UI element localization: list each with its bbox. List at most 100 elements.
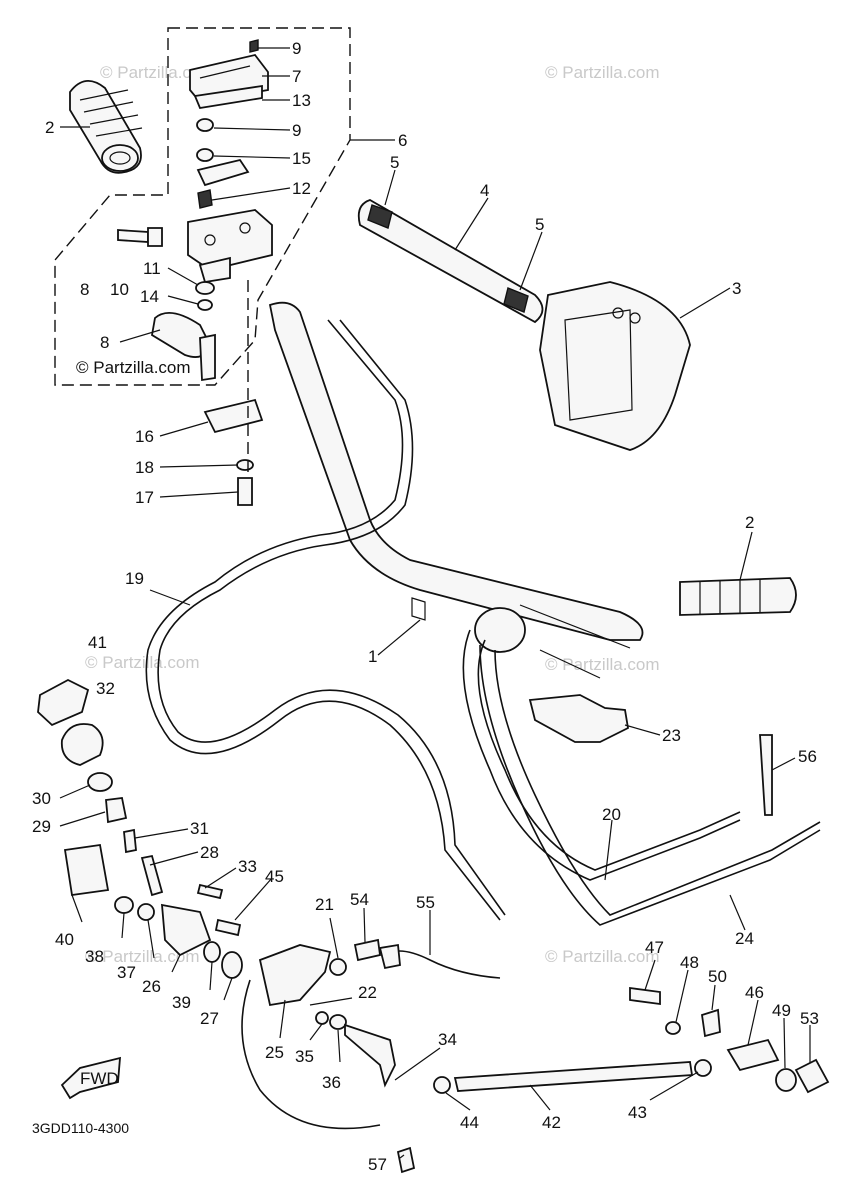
watermark-6: © Partzilla.com — [85, 947, 200, 966]
watermark-1: © Partzilla.com — [100, 63, 215, 82]
handlebar-cover — [539, 281, 691, 451]
fwd-arrow: FWD — [60, 1056, 122, 1100]
callout-53: 53 — [800, 1009, 819, 1028]
watermark-2: © Partzilla.com — [545, 63, 660, 82]
lever-27 — [258, 944, 332, 1007]
callout-4: 4 — [480, 181, 489, 200]
part-33 — [123, 828, 137, 854]
fwd-label: FWD — [80, 1069, 119, 1088]
part-54 — [353, 938, 382, 962]
watermark-4: © Partzilla.com — [85, 653, 200, 672]
callout-5b: 5 — [535, 215, 544, 234]
callout-9: 9 — [292, 39, 301, 58]
watermarks: © Partzilla.com © Partzilla.com © Partzi… — [85, 63, 660, 966]
callout-27: 25 — [265, 1043, 284, 1062]
watermark-7: © Partzilla.com — [545, 947, 660, 966]
part-41 — [203, 941, 221, 963]
callout-20: 18 — [135, 458, 154, 477]
part-38 — [329, 1014, 347, 1030]
callout-57: 57 — [368, 1155, 387, 1174]
handlebar — [268, 301, 644, 653]
screw-10 — [117, 229, 149, 243]
part-37 — [315, 1011, 329, 1025]
callout-48: 46 — [745, 983, 764, 1002]
throttle-lever — [151, 311, 216, 382]
part-48 — [726, 1038, 780, 1072]
callout-36: 34 — [438, 1030, 457, 1049]
bolt-49 — [629, 986, 661, 1006]
callout-35: 33 — [238, 857, 257, 876]
callout-54: 54 — [350, 890, 369, 909]
callout-41: 39 — [172, 993, 191, 1012]
leader-lines — [59, 47, 811, 1159]
callout-39: 37 — [117, 963, 136, 982]
callout-21: 19 — [125, 569, 144, 588]
part-30 — [140, 854, 164, 897]
small-washers-top — [196, 118, 250, 209]
cable-end-lower — [539, 649, 601, 679]
callout-55: 55 — [416, 893, 435, 912]
callout-19: 17 — [135, 488, 154, 507]
callout-43: 41 — [88, 633, 107, 652]
callout-28: 26 — [142, 977, 161, 996]
callout-34: 32 — [96, 679, 115, 698]
switch-25 — [528, 694, 629, 743]
part-39 — [137, 903, 155, 921]
callout-6: 6 — [398, 131, 407, 150]
part-23 — [329, 958, 347, 976]
callout-16: 14 — [140, 287, 159, 306]
throttle-sleeve — [357, 199, 544, 324]
callout-5a: 5 — [390, 153, 399, 172]
callout-labels: 2 9 7 13 9 15 12 6 5 4 5 3 8 10 11 14 8 … — [32, 39, 819, 1174]
callout-47: 45 — [265, 867, 284, 886]
part-28 — [161, 903, 212, 957]
cable-21-outer — [157, 319, 506, 916]
diagram-code: 3GDD110-4300 — [32, 1120, 129, 1136]
callout-13: 11 — [143, 259, 161, 278]
callout-12: 10 — [110, 280, 129, 299]
watermark-main: © Partzilla.com — [76, 358, 191, 377]
cable-tie-56 — [759, 734, 773, 816]
part-52 — [701, 1008, 721, 1038]
cable-26-outer — [494, 649, 821, 916]
callout-32: 30 — [32, 789, 51, 808]
callout-2b: 2 — [745, 513, 754, 532]
washer-50 — [665, 1021, 681, 1035]
callout-31: 29 — [32, 817, 51, 836]
callout-51: 49 — [772, 1001, 791, 1020]
callout-25: 23 — [662, 726, 681, 745]
cable-22-outer — [477, 639, 741, 871]
washer-16 — [197, 299, 213, 311]
callout-52: 50 — [708, 967, 727, 986]
callout-3: 3 — [732, 279, 741, 298]
callout-49: 47 — [645, 938, 664, 957]
cable-22 — [462, 629, 741, 881]
cable-loop — [241, 979, 381, 1130]
part-51 — [775, 1068, 797, 1092]
throttle-housing-cover — [189, 39, 269, 110]
bolt-19 — [237, 477, 253, 506]
cable-26 — [479, 644, 821, 926]
right-grip — [679, 577, 797, 616]
part-45 — [694, 1059, 712, 1077]
shaft-36 — [344, 1023, 396, 1088]
callout-56: 56 — [798, 747, 817, 766]
callout-24: 22 — [358, 983, 377, 1002]
part-47 — [214, 918, 242, 937]
throttle-housing-body — [187, 209, 273, 284]
callout-18: 16 — [135, 427, 154, 446]
part-42 — [63, 843, 110, 897]
callout-10: 8 — [80, 280, 89, 299]
callout-46: 44 — [460, 1113, 479, 1132]
part-31 — [105, 797, 128, 824]
callout-26: 24 — [735, 929, 754, 948]
part-32 — [87, 772, 113, 792]
watermark-5: © Partzilla.com — [545, 655, 660, 674]
callout-22: 20 — [602, 805, 621, 824]
callout-40: 38 — [85, 947, 104, 966]
cable-21 — [145, 319, 501, 921]
callout-45: 43 — [628, 1103, 647, 1122]
wire-55 — [384, 950, 501, 979]
switch-assembly-boundary — [54, 27, 351, 386]
